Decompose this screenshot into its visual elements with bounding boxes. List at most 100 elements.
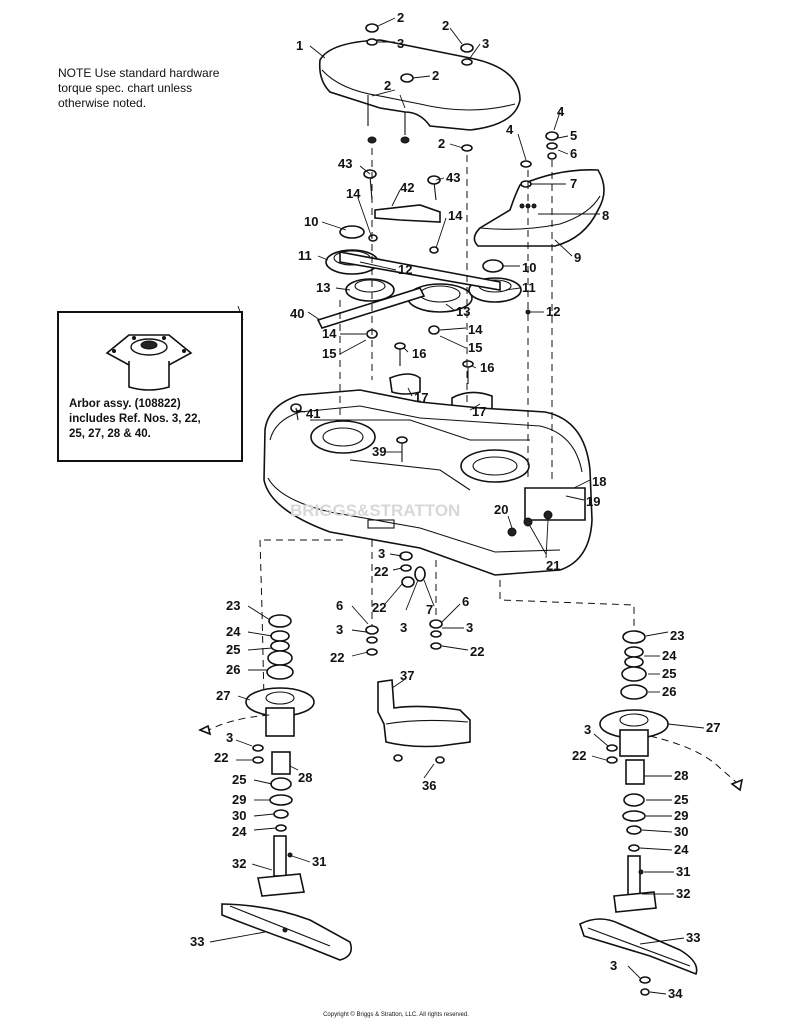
callout-26: 26 — [662, 684, 676, 699]
callout-39: 39 — [372, 444, 386, 459]
callout-29: 29 — [674, 808, 688, 823]
callout-33: 33 — [190, 934, 204, 949]
right-blade-part — [579, 918, 698, 996]
callout-28: 28 — [298, 770, 312, 785]
callout-29: 29 — [232, 792, 246, 807]
callout-26: 26 — [226, 662, 240, 677]
callout-24: 24 — [232, 824, 247, 839]
watermark-text: BRIGGS&STRATTON — [290, 501, 460, 520]
callout-2: 2 — [432, 68, 439, 83]
callout-14: 14 — [346, 186, 361, 201]
callout-43: 43 — [446, 170, 460, 185]
callout-3: 3 — [466, 620, 473, 635]
callout-30: 30 — [232, 808, 246, 823]
callout-40: 41 — [306, 406, 320, 421]
alignment-lines — [259, 148, 635, 701]
callout-30: 30 — [674, 824, 688, 839]
callout-6: 6 — [462, 594, 469, 609]
callout-23: 23 — [670, 628, 684, 643]
callout-4: 4 — [557, 104, 565, 119]
callout-42: 42 — [400, 180, 414, 195]
callout-2: 2 — [438, 136, 445, 151]
callout-27: 27 — [216, 688, 230, 703]
callout-33: 33 — [686, 930, 700, 945]
center-hardware — [365, 551, 443, 656]
callout-2: 2 — [397, 10, 404, 25]
belt-cover-part — [473, 131, 605, 247]
callout-25: 25 — [662, 666, 676, 681]
callout-31: 31 — [312, 854, 326, 869]
callout-13: 13 — [456, 304, 470, 319]
callout-31: 31 — [676, 864, 690, 879]
callout-12: 12 — [398, 262, 412, 277]
callout-4: 4 — [506, 122, 514, 137]
callout-34: 34 — [668, 986, 683, 1001]
callout-17: 17 — [414, 390, 428, 405]
callout-25: 25 — [226, 642, 240, 657]
callout-12: 12 — [546, 304, 560, 319]
callout-13: 13 — [316, 280, 330, 295]
callout-6: 6 — [336, 598, 343, 613]
callout-22: 22 — [214, 750, 228, 765]
callout-24: 24 — [226, 624, 241, 639]
callout-32: 32 — [676, 886, 690, 901]
callout-3: 3 — [482, 36, 489, 51]
callout-25: 25 — [232, 772, 246, 787]
callout-1: 1 — [296, 38, 303, 53]
callout-22: 22 — [330, 650, 344, 665]
callout-3: 3 — [336, 622, 343, 637]
callout-17: 17 — [472, 404, 486, 419]
note-line: torque spec. chart unless — [58, 81, 193, 95]
callout-28: 28 — [674, 768, 688, 783]
callout-3: 3 — [610, 958, 617, 973]
callout-7: 7 — [426, 602, 433, 617]
callout-14: 14 — [448, 208, 463, 223]
callout-11: 11 — [522, 280, 536, 295]
callout-41: 40 — [290, 306, 304, 321]
callout-5: 5 — [570, 128, 577, 143]
callout-2: 2 — [384, 78, 391, 93]
callout-7: 7 — [570, 176, 577, 191]
callout-3: 3 — [400, 620, 407, 635]
callout-18: 18 — [592, 474, 606, 489]
arbor-line: includes Ref. Nos. 3, 22, — [69, 413, 201, 425]
note-line: NOTE Use standard hardware — [58, 66, 220, 80]
callout-3: 3 — [397, 36, 404, 51]
cover-hardware — [365, 23, 474, 152]
callout-10: 10 — [304, 214, 318, 229]
arbor-line: Arbor assy. (108822) — [69, 398, 181, 410]
callout-27: 27 — [706, 720, 720, 735]
callout-25: 25 — [674, 792, 688, 807]
arbor-illustration — [105, 334, 193, 391]
callout-43: 43 — [338, 156, 352, 171]
torque-note: NOTE Use standard hardware torque spec. … — [58, 66, 248, 111]
callout-24: 24 — [674, 842, 689, 857]
callout-3: 3 — [584, 722, 591, 737]
callout-22: 22 — [374, 564, 388, 579]
leader-lines — [149, 17, 705, 995]
callout-19: 19 — [586, 494, 600, 509]
callout-16: 16 — [480, 360, 494, 375]
right-spindle-assembly — [599, 630, 744, 913]
callout-22: 22 — [572, 748, 586, 763]
arbor-assembly-inset: Arbor assy. (108822) includes Ref. Nos. … — [57, 311, 243, 462]
callout-20: 20 — [494, 502, 508, 517]
callout-22: 22 — [470, 644, 484, 659]
deck-cover-part — [318, 39, 521, 144]
callout-15: 15 — [468, 340, 482, 355]
arbor-description: Arbor assy. (108822) includes Ref. Nos. … — [69, 397, 201, 442]
note-line: otherwise noted. — [58, 96, 147, 110]
left-blade-part — [221, 903, 353, 961]
callout-8: 8 — [602, 208, 609, 223]
callout-23: 23 — [226, 598, 240, 613]
chute-bracket-part — [377, 679, 471, 764]
callout-14: 14 — [468, 322, 483, 337]
callout-15: 15 — [322, 346, 336, 361]
callout-11: 11 — [298, 248, 312, 263]
callout-14: 14 — [322, 326, 337, 341]
copyright-footer: Copyright © Briggs & Stratton, LLC. All … — [323, 1012, 469, 1018]
callout-32: 32 — [232, 856, 246, 871]
callout-9: 9 — [574, 250, 581, 265]
callout-2: 2 — [442, 18, 449, 33]
